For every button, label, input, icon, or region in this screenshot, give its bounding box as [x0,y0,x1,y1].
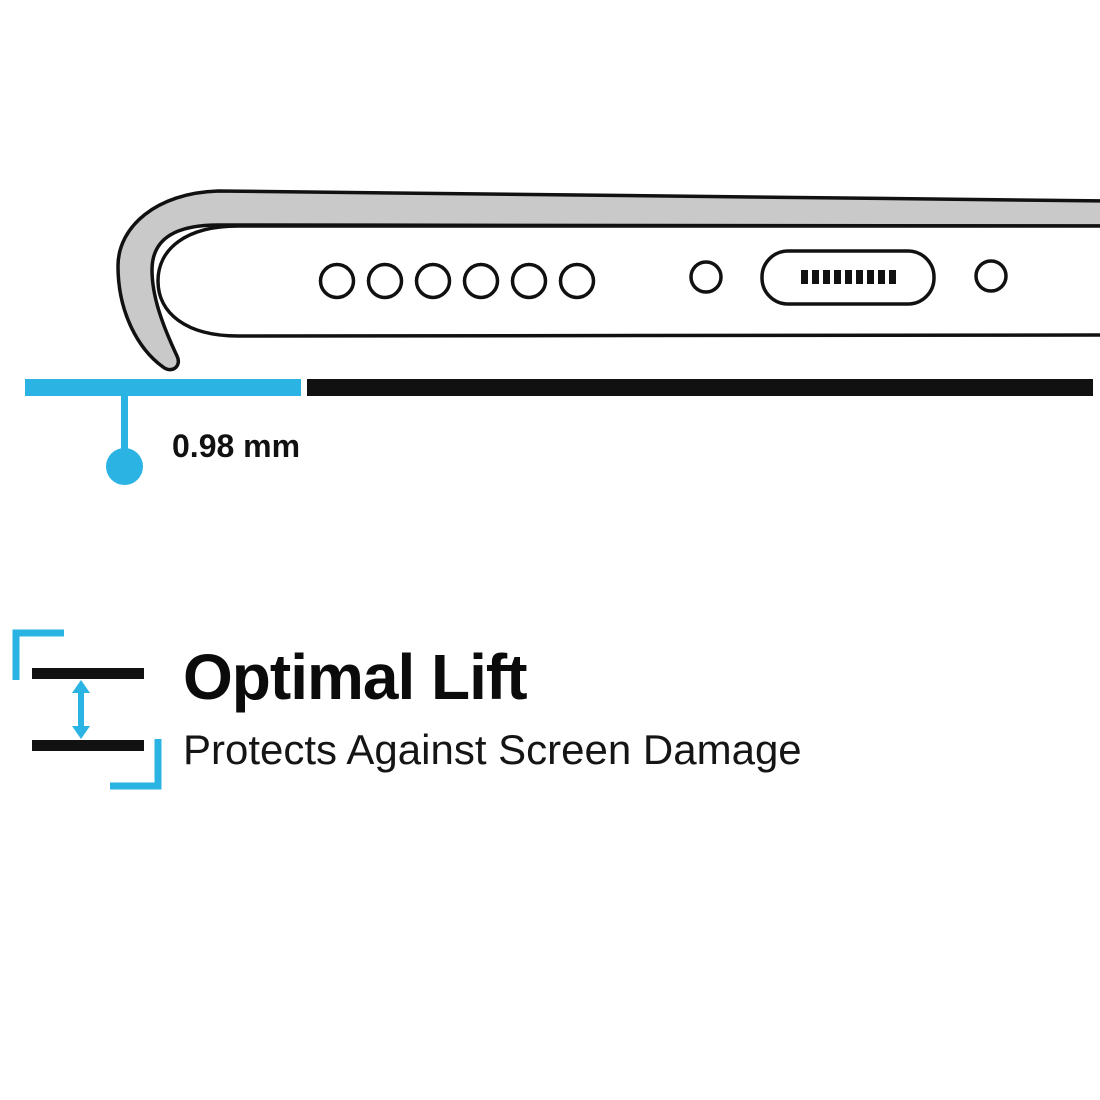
lift-gap-icon [12,629,162,790]
measurement-value-label: 0.98 mm [172,428,301,464]
speaker-hole [510,262,548,300]
port-pin [801,270,808,284]
port-pin [834,270,841,284]
bracket-bottom-right-icon [110,739,162,790]
speaker-hole [414,262,452,300]
port-pin [856,270,863,284]
speaker-hole [318,262,356,300]
measurement-point-dot [106,448,143,485]
speaker-hole [462,262,500,300]
speaker-hole [558,262,596,300]
phone-body [156,224,1100,338]
port-pins-icon [801,270,896,284]
feature-subtitle: Protects Against Screen Damage [183,726,802,773]
port-pin [823,270,830,284]
speaker-holes [318,262,596,300]
port-pin [845,270,852,284]
port-pin [812,270,819,284]
case-edge-shape [116,189,1100,372]
speaker-hole [366,262,404,300]
screw-hole-left [689,260,723,294]
port-pin [867,270,874,284]
lift-arrow-icon [72,680,90,739]
measurement-bar-dark [307,379,1093,396]
port-pin [889,270,896,284]
bracket-top-left-icon [12,629,64,680]
port-pin [878,270,885,284]
gap-bottom-bar [32,740,144,751]
measurement-bar-accent [25,379,301,396]
phone-illustration [116,189,1100,372]
gap-top-bar [32,668,144,679]
screw-hole-right [974,259,1008,293]
feature-title: Optimal Lift [183,641,528,713]
measurement-connector-line [121,394,128,452]
